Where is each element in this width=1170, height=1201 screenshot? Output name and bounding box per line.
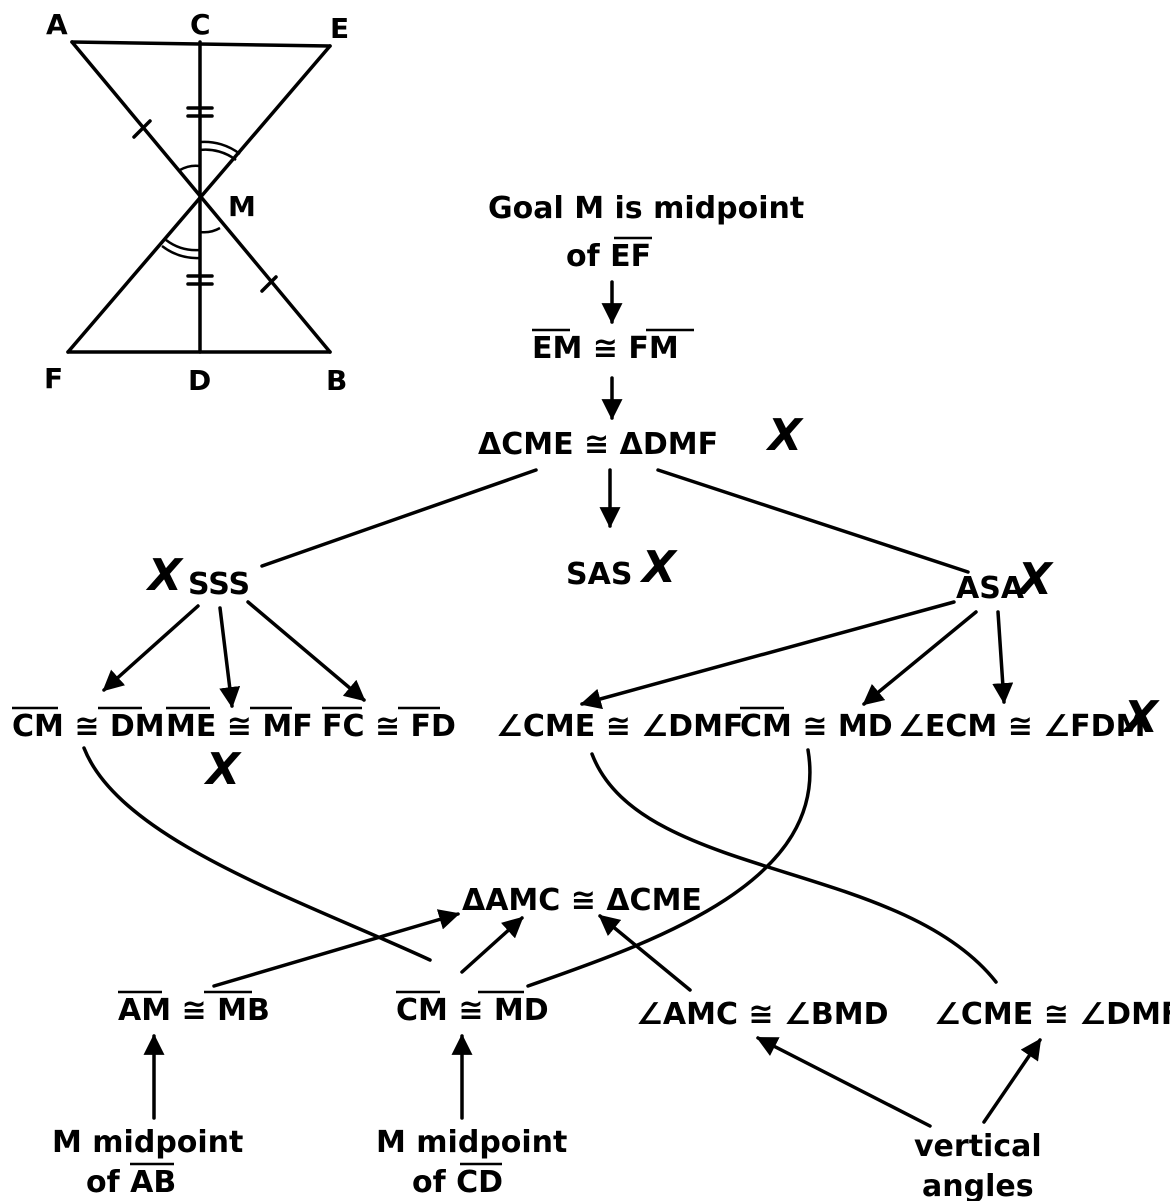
node-em-fm: EM ≅ FM [532, 331, 679, 366]
arrow-vert-to-cmedmf [982, 1038, 1042, 1124]
arrow-amcbmd-to-tri [598, 914, 692, 992]
tick-am [132, 119, 152, 139]
node-mid-cd-line1: M midpoint [376, 1125, 567, 1160]
node-sss: SSS [188, 567, 250, 602]
angle-arc-cme-2 [199, 140, 241, 156]
angle-arc-dmf-1 [165, 238, 201, 252]
node-am-mb: AM ≅ MB [118, 993, 270, 1028]
edge-tri-to-sss [260, 468, 538, 568]
angle-arc-dmf-2 [161, 244, 201, 260]
fail-mark-me-mf: X [203, 744, 242, 795]
arrow-asa-to-cm-md [862, 610, 978, 706]
fail-mark-ecm-fdm: X [1121, 692, 1160, 743]
arrow-sss-to-memf [218, 606, 241, 709]
point-label-b: B [326, 364, 347, 397]
node-angle-cme-dmf-bottom: ∠CME ≅ ∠DMF [934, 997, 1170, 1032]
goal-text-line1: Goal M is midpoint [488, 191, 804, 226]
node-me-mf: ME ≅ MF [166, 709, 313, 744]
arrow-cmmd-to-tri [460, 916, 524, 974]
node-asa: ASA [956, 571, 1025, 606]
fail-mark-asa: X [1015, 554, 1054, 605]
segment-ef [66, 44, 332, 354]
arrow-sss-to-fcfd [246, 600, 366, 702]
point-label-c: C [190, 8, 211, 41]
node-cm-md-bottom: CM ≅ MD [396, 993, 549, 1028]
link-top-angle-to-bottom-angle [590, 752, 998, 984]
arrow-vert-to-amcbmd [756, 1036, 932, 1128]
node-mid-cd-line2: of CD [412, 1165, 503, 1200]
link-cmdm-to-bottom-cmmd [82, 746, 432, 962]
fail-mark-sss: X [145, 550, 184, 601]
node-angle-amc-bmd: ∠AMC ≅ ∠BMD [636, 997, 889, 1032]
point-label-a: A [46, 8, 68, 41]
angle-arc-cme-1 [199, 148, 237, 162]
arrow-sss-to-cmdm [102, 604, 200, 692]
tick-mb [260, 275, 278, 293]
point-label-f: F [44, 362, 63, 395]
angle-arc-amc [179, 164, 201, 172]
node-vertical-line2: angles [922, 1169, 1034, 1201]
node-angle-cme-dmf-top: ∠CME ≅ ∠DMF [496, 709, 743, 744]
node-cm-dm: CM ≅ DM [12, 709, 165, 744]
node-mid-ab-line2: of AB [86, 1165, 176, 1200]
node-tri-amc-cme: ΔAMC ≅ ΔCME [462, 883, 702, 918]
point-label-m: M [228, 190, 256, 223]
point-label-d: D [188, 364, 211, 397]
point-label-e: E [330, 12, 349, 45]
node-fc-fd: FC ≅ FD [322, 709, 456, 744]
node-tri-cme-dmf: ΔCME ≅ ΔDMF [478, 427, 718, 462]
goal-text-line2: of EF [566, 239, 651, 274]
proof-tree: Goal M is midpoint of EF EM ≅ FM ΔCME ≅ … [12, 191, 1170, 1201]
arrow-asa-to-ecm-fdm [992, 610, 1014, 705]
geometry-figure: A C E M F D B [44, 8, 349, 397]
fail-mark-sas: X [639, 542, 678, 593]
node-vertical-line1: vertical [914, 1129, 1042, 1164]
angle-arc-bmd [199, 226, 221, 234]
node-cm-md-top: CM ≅ MD [740, 709, 893, 744]
node-sas: SAS [566, 557, 632, 592]
fail-mark-tri-cme-dmf: X [765, 410, 804, 461]
arrow-ammb-to-tri [212, 909, 461, 988]
arrow-asa-to-cme-dmf [579, 600, 956, 710]
link-top-cmmd-to-bottom-cmmd [526, 748, 812, 988]
node-angle-ecm-fdm: ∠ECM ≅ ∠FDM [898, 709, 1145, 744]
edge-tri-to-asa [656, 468, 970, 574]
node-mid-ab-line1: M midpoint [52, 1125, 243, 1160]
